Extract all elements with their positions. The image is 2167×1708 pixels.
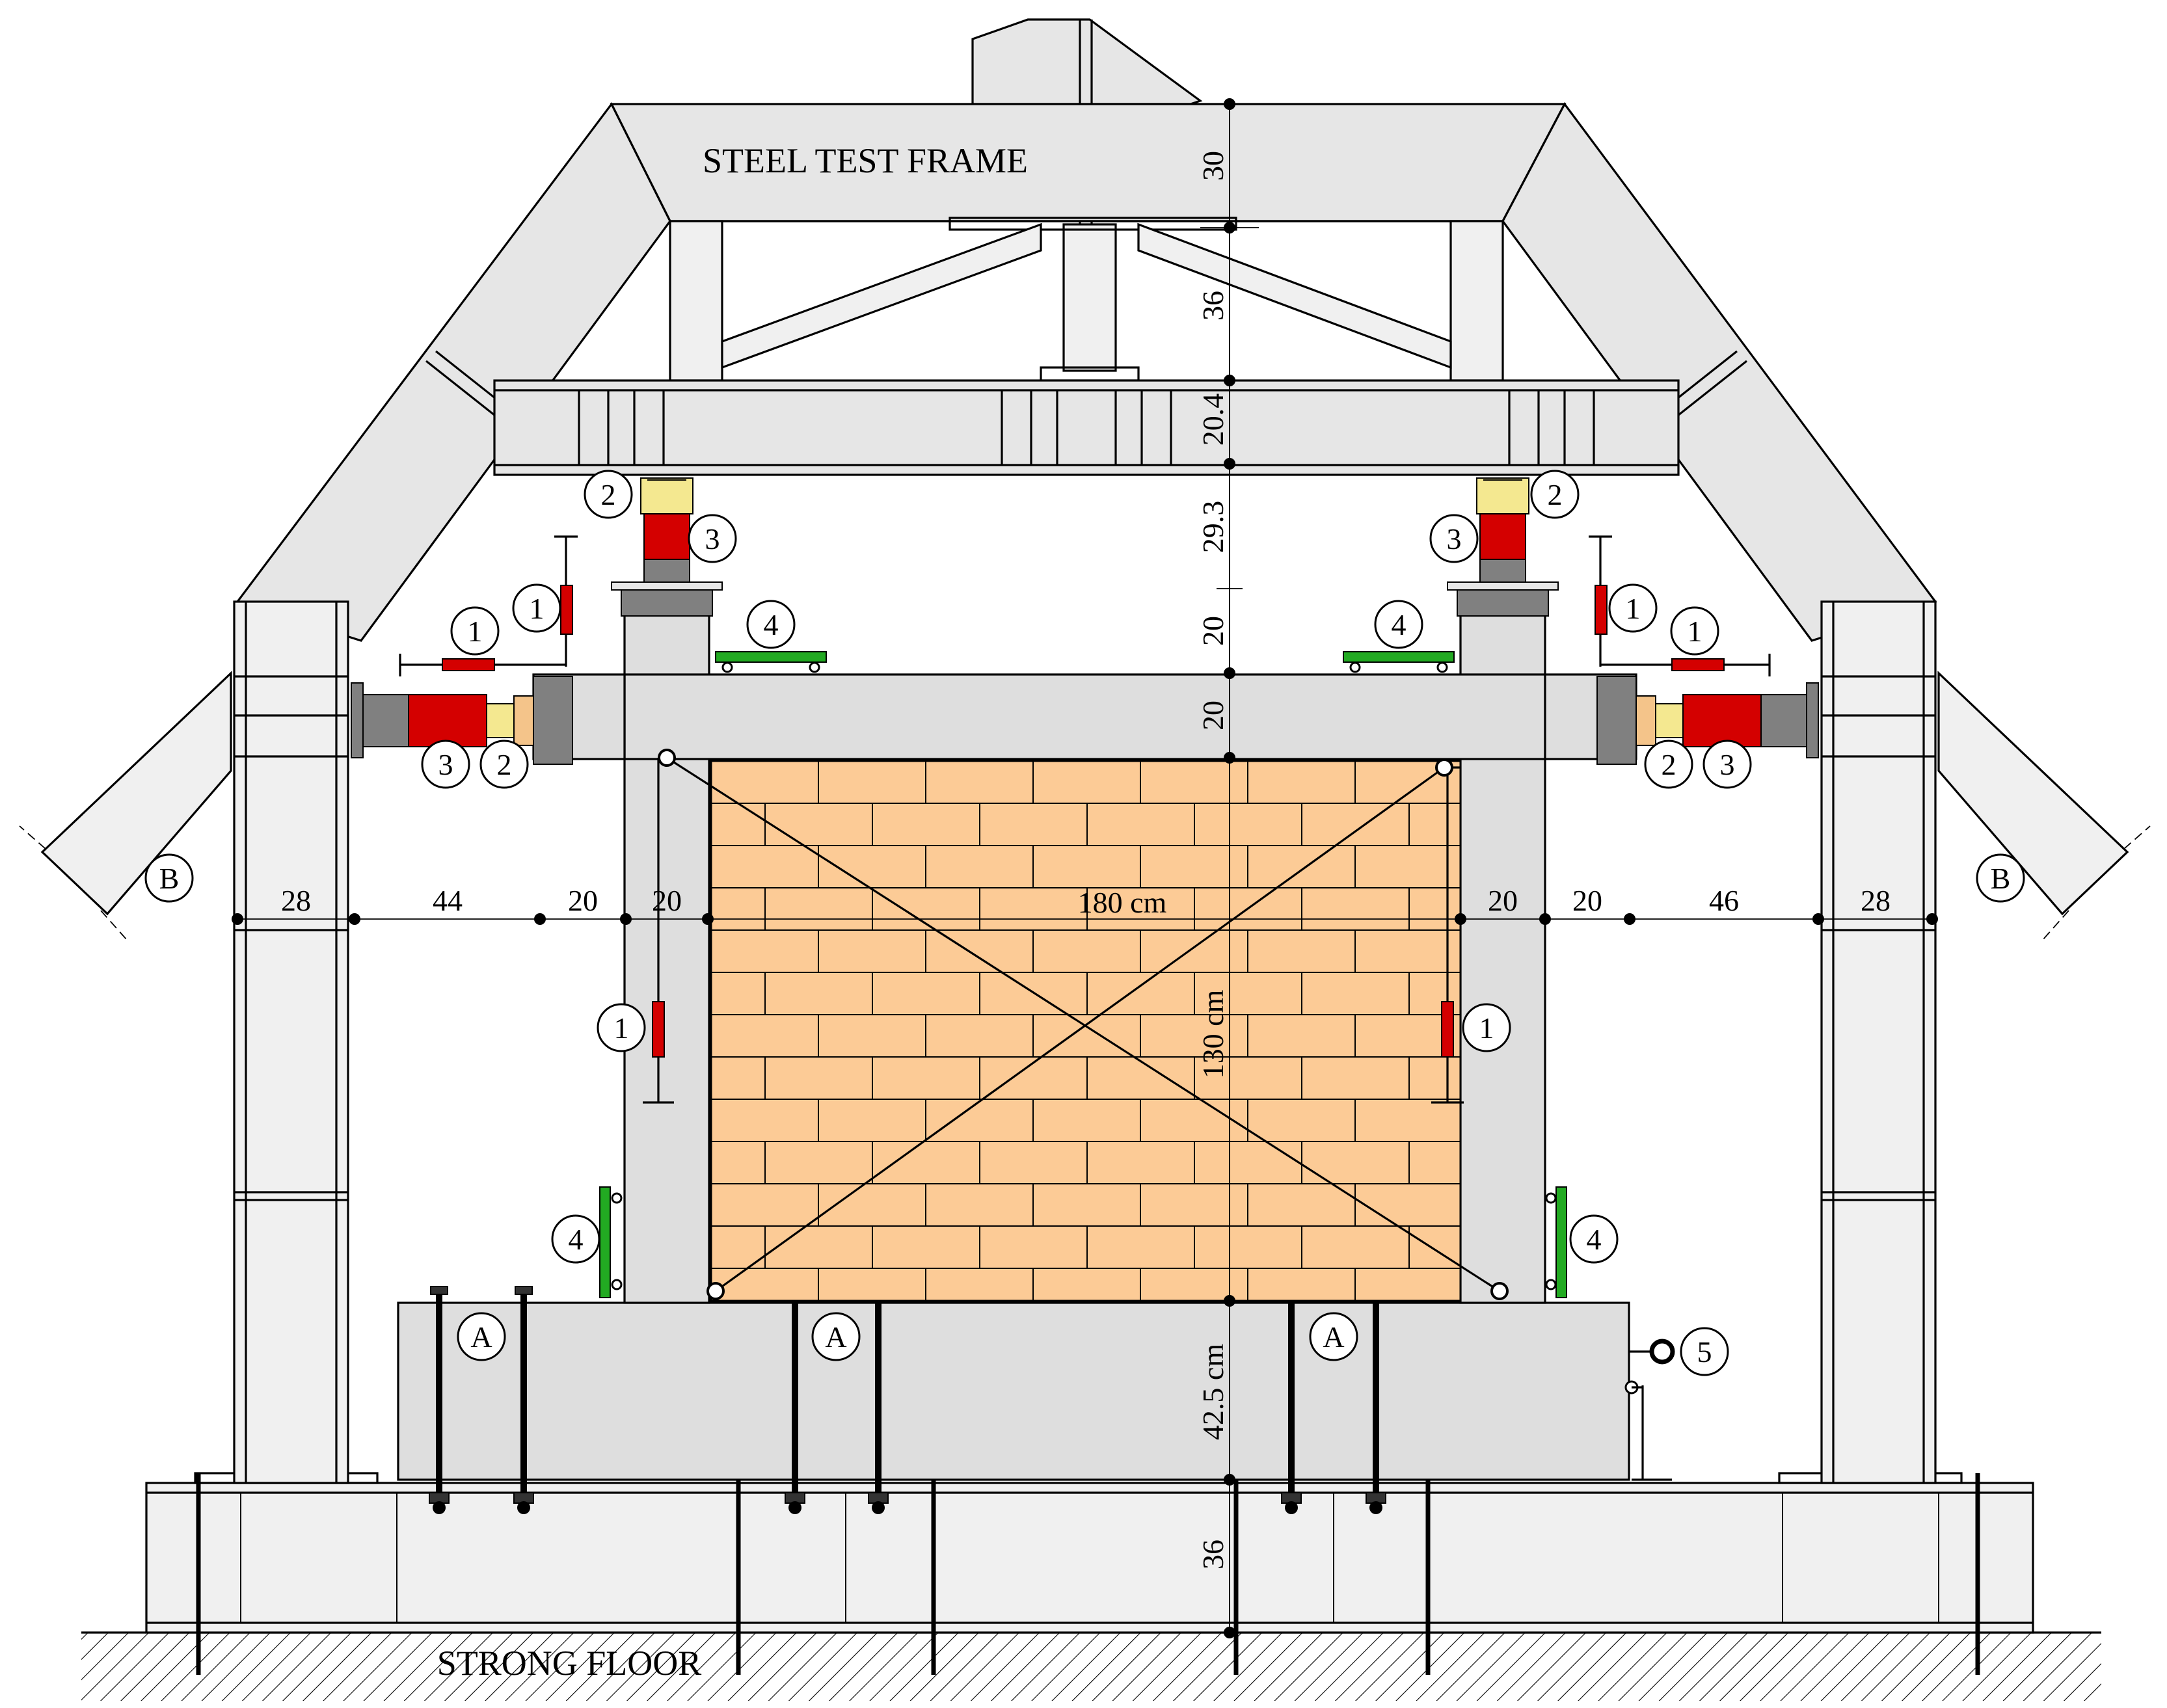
marker-1-left-vert: 1	[530, 592, 545, 625]
marker-b-left: B	[159, 862, 180, 895]
lvdt-sensors	[399, 535, 1771, 1104]
horizontal-dimension-line: 28 44 20 20 180 cm 20 20 46 28	[232, 884, 1938, 925]
marker-2-left-side: 2	[497, 748, 512, 781]
brace-right	[1937, 671, 2151, 941]
marker-a-center: A	[825, 1320, 846, 1354]
dim-h-4: 20	[652, 884, 682, 917]
vertical-dimension-line: 30 36 20.4 29.3 20 20 130 cm 42.5 cm 36	[1196, 98, 1259, 1638]
marker-4-bottom-right: 4	[1587, 1223, 1602, 1256]
marker-3-left-top: 3	[705, 522, 720, 555]
dim-v-5: 20	[1196, 616, 1230, 646]
marker-1-column-left: 1	[614, 1011, 629, 1045]
marker-1-column-right: 1	[1479, 1011, 1494, 1045]
marker-a-right: A	[1323, 1320, 1344, 1354]
right-lateral-actuator	[1596, 676, 1819, 765]
dim-h-9: 28	[1861, 884, 1891, 917]
marker-4-top-left: 4	[764, 608, 779, 641]
left-lateral-actuator	[351, 676, 573, 765]
slip-gauge-5	[1624, 1339, 1675, 1481]
marker-b-right: B	[1991, 862, 2011, 895]
strong-floor: STRONG FLOOR	[81, 1631, 2101, 1701]
marker-1-right-horiz: 1	[1688, 615, 1703, 648]
diagonal-wire-transducers	[658, 749, 1509, 1300]
callout-markers: 2 3 3 2 1 1 1 1 3 2 2 3 4 4 1 1 4 4 5 A …	[144, 470, 2025, 1376]
left-vertical-actuator	[611, 477, 723, 617]
marker-3-right-top: 3	[1447, 522, 1462, 555]
dim-v-2: 36	[1196, 291, 1230, 321]
marker-2-right-top: 2	[1548, 478, 1563, 511]
right-vertical-actuator	[1447, 477, 1559, 617]
dim-h-5: 180 cm	[1078, 886, 1167, 919]
dim-h-7: 20	[1572, 884, 1602, 917]
masonry-infill	[710, 760, 1462, 1302]
marker-1-right-vert: 1	[1626, 592, 1641, 625]
dim-v-3: 20.4	[1196, 394, 1230, 446]
dim-v-6: 20	[1196, 701, 1230, 730]
strong-floor-label: STRONG FLOOR	[437, 1644, 702, 1683]
marker-4-bottom-left: 4	[569, 1223, 584, 1256]
steel-test-frame: STEEL TEST FRAME	[236, 18, 1937, 642]
marker-3-right-side: 3	[1720, 748, 1735, 781]
left-column	[233, 600, 349, 1484]
dim-v-4: 29.3	[1196, 501, 1230, 554]
dim-v-7: 130 cm	[1196, 989, 1230, 1078]
base-reaction-beam	[145, 1472, 2034, 1675]
marker-a-left: A	[470, 1320, 492, 1354]
dim-v-8: 42.5 cm	[1196, 1344, 1230, 1440]
marker-2-right-side: 2	[1662, 748, 1676, 781]
dim-h-3: 20	[568, 884, 598, 917]
marker-4-top-right: 4	[1392, 608, 1407, 641]
foundation-beam	[397, 1286, 1630, 1514]
rc-frame-specimen	[532, 600, 1637, 1304]
frame-title: STEEL TEST FRAME	[703, 141, 1028, 180]
dim-h-8: 46	[1709, 884, 1739, 917]
marker-5: 5	[1697, 1335, 1712, 1368]
dim-h-1: 28	[281, 884, 311, 917]
brace-left	[19, 671, 232, 941]
marker-3-left-side: 3	[438, 748, 453, 781]
dim-h-2: 44	[433, 884, 463, 917]
marker-2-left-top: 2	[601, 478, 616, 511]
marker-1-left-horiz: 1	[468, 615, 483, 648]
right-column	[1820, 600, 1937, 1484]
dim-h-6: 20	[1488, 884, 1518, 917]
dim-v-9: 36	[1196, 1540, 1230, 1569]
dim-v-1: 30	[1196, 151, 1230, 181]
